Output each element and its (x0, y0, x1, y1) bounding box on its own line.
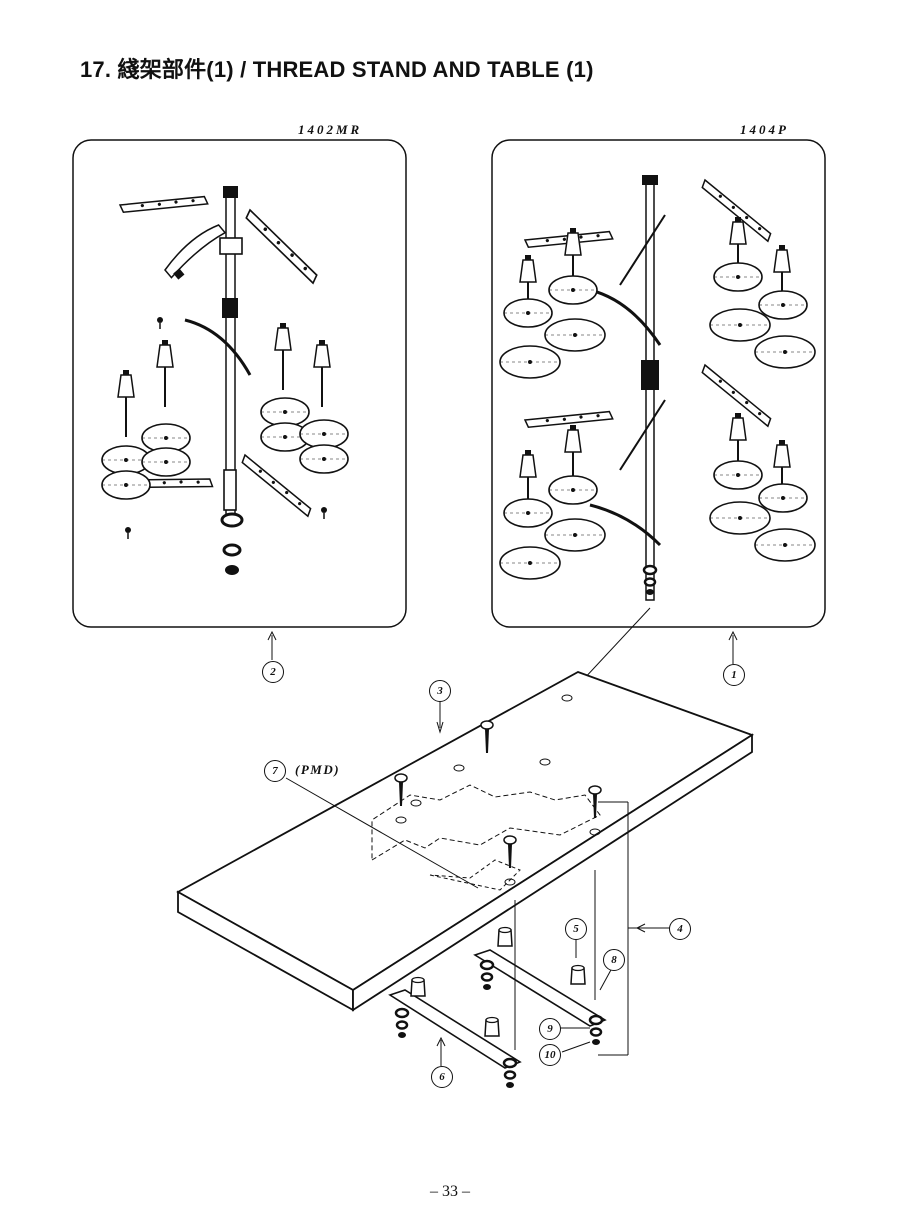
callout-5: 5 (565, 918, 587, 940)
panel-1402mr (72, 139, 407, 628)
model-label-1402mr: 1402MR (298, 122, 363, 137)
callout-10: 10 (539, 1044, 561, 1066)
callout-4: 4 (669, 918, 691, 940)
pmd-note: (PMD) (295, 762, 341, 777)
callout-7: 7 (264, 760, 286, 782)
stand-1402mr (101, 170, 349, 575)
callout-1: 1 (723, 664, 745, 686)
panel-1404p (491, 139, 826, 628)
callout-2: 2 (262, 661, 284, 683)
wood-screws (394, 720, 602, 868)
stand-1404p (499, 175, 816, 601)
callout-8: 8 (603, 949, 625, 971)
table-top (176, 671, 755, 1012)
page-title: 17. 綫架部件(1) / THREAD STAND AND TABLE (1) (80, 57, 594, 82)
callout-6: 6 (431, 1066, 453, 1088)
callout-9: 9 (539, 1018, 561, 1040)
drawer-rails (388, 926, 607, 1090)
callout-3: 3 (429, 680, 451, 702)
model-label-1404p: 1404P (740, 122, 789, 137)
page-number: – 33 – (430, 1183, 470, 1200)
